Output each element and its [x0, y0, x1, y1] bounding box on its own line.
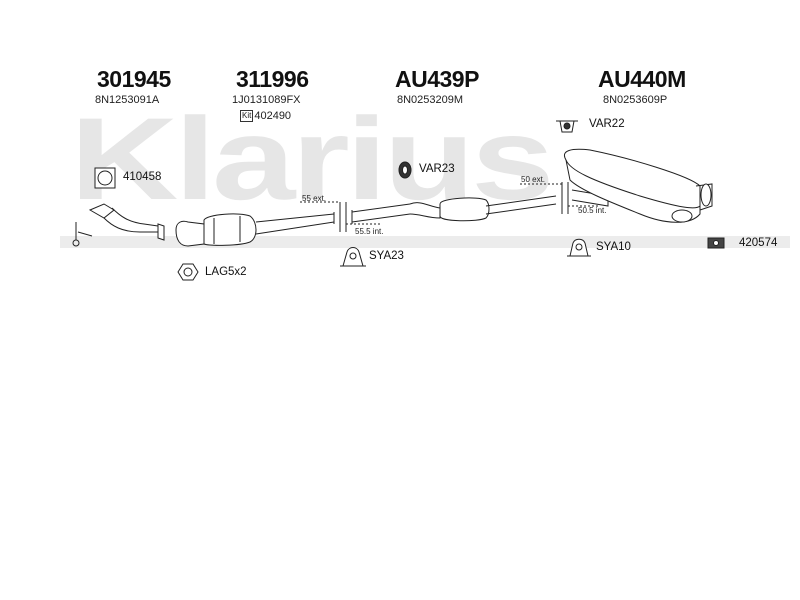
- centre-silencer-au439p: [351, 195, 557, 224]
- part-code-3: AU439P: [395, 66, 479, 92]
- clamp-sya23-icon: [340, 247, 366, 267]
- dim-50-5-int: 50.5 int.: [578, 206, 607, 215]
- part-ref-3: 8N0253209M: [397, 94, 464, 106]
- bracket-420574-icon: [707, 237, 725, 249]
- kit-number: 402490: [254, 110, 292, 122]
- part-code-1: 301945: [97, 66, 171, 92]
- gasket-square-icon: [94, 167, 116, 189]
- fitting-var23-label: VAR23: [419, 163, 455, 175]
- dim-50-ext: 50 ext.: [521, 175, 546, 184]
- part-code-2: 311996: [236, 66, 309, 92]
- rear-silencer-au440m: [564, 148, 713, 223]
- kit-icon: Kit: [240, 110, 254, 122]
- fitting-sya10-label: SYA10: [596, 241, 631, 253]
- rubber-hanger-icon: [398, 161, 412, 179]
- fitting-var22-label: VAR22: [589, 118, 625, 130]
- part-ref-1: 8N1253091A: [95, 94, 160, 106]
- dim-marker-50: [520, 182, 600, 214]
- dim-55-5-int: 55.5 int.: [355, 227, 384, 236]
- fitting-410458-label: 410458: [123, 171, 162, 183]
- fitting-sya23-label: SYA23: [369, 250, 404, 262]
- dim-55-ext: 55 ext.: [302, 194, 327, 203]
- part-ref-2: 1J0131089FX: [232, 94, 301, 106]
- catalyst-311996: [175, 212, 335, 247]
- clamp-sya10-icon: [567, 238, 591, 257]
- part-ref-4: 8N0253609P: [603, 94, 668, 106]
- fitting-lag-label: LAG5x2: [205, 266, 247, 278]
- clamp-var22-icon: [556, 120, 578, 133]
- front-pipe-301945: [72, 203, 165, 247]
- part-code-4: AU440M: [598, 66, 686, 92]
- fitting-420574-label: 420574: [739, 237, 778, 249]
- nut-hex-icon: [177, 263, 199, 281]
